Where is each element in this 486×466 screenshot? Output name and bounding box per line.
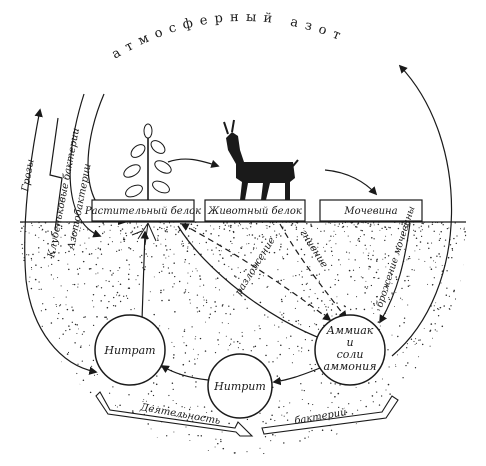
svg-text:Растительный белок: Растительный белок (84, 206, 201, 217)
goat-icon (223, 119, 299, 200)
nitrite-to-nitrate-arrow (160, 365, 209, 381)
svg-text:Аммиак: Аммиак (326, 324, 374, 337)
animal-to-urine-arrow (324, 169, 378, 196)
azotobacteria-arrow (69, 93, 102, 238)
plant-to-animal-arrow (167, 158, 220, 168)
rotting-label: гниение (297, 228, 329, 270)
decomposition-arrow (180, 223, 332, 322)
activity-band-right (261, 395, 399, 435)
svg-text:и: и (346, 336, 353, 349)
protein-to-ammonia-arrow (177, 225, 327, 342)
animal-protein-box: Животный белок (204, 199, 306, 222)
svg-text:аммония: аммония (323, 360, 376, 373)
decomposition-label: разложение (233, 235, 278, 297)
storms-to-nitrate-arrow (25, 279, 98, 375)
storms-arrow (24, 108, 43, 281)
storms-lightning (49, 117, 63, 231)
ammonia-to-nitrite-arrow (272, 367, 321, 386)
title-atmospheric-nitrogen: атмосферный азот (109, 10, 349, 62)
nitrate-to-plant-arrow (140, 230, 149, 321)
storms-label: Грозы (20, 158, 37, 193)
svg-text:соли: соли (337, 348, 364, 361)
fermentation-arrow (379, 222, 411, 324)
svg-text:Нитрит: Нитрит (213, 380, 266, 393)
urine-box: Мочевина (319, 199, 423, 222)
nitrate-node: Нитрат (94, 314, 166, 386)
svg-text:Животный белок: Животный белок (207, 206, 302, 217)
denitrification-arrow (391, 64, 453, 357)
svg-text:Нитрат: Нитрат (103, 344, 155, 357)
nitrite-node: Нитрит (207, 353, 273, 419)
rotting-arrow (279, 223, 348, 320)
ammonia-node: Аммиак и соли аммония (314, 314, 386, 386)
svg-text:Мочевина: Мочевина (343, 206, 397, 217)
plant-protein-box: Растительный белок (84, 199, 201, 222)
activity-band-left (95, 391, 254, 437)
plant-icon (123, 123, 172, 246)
